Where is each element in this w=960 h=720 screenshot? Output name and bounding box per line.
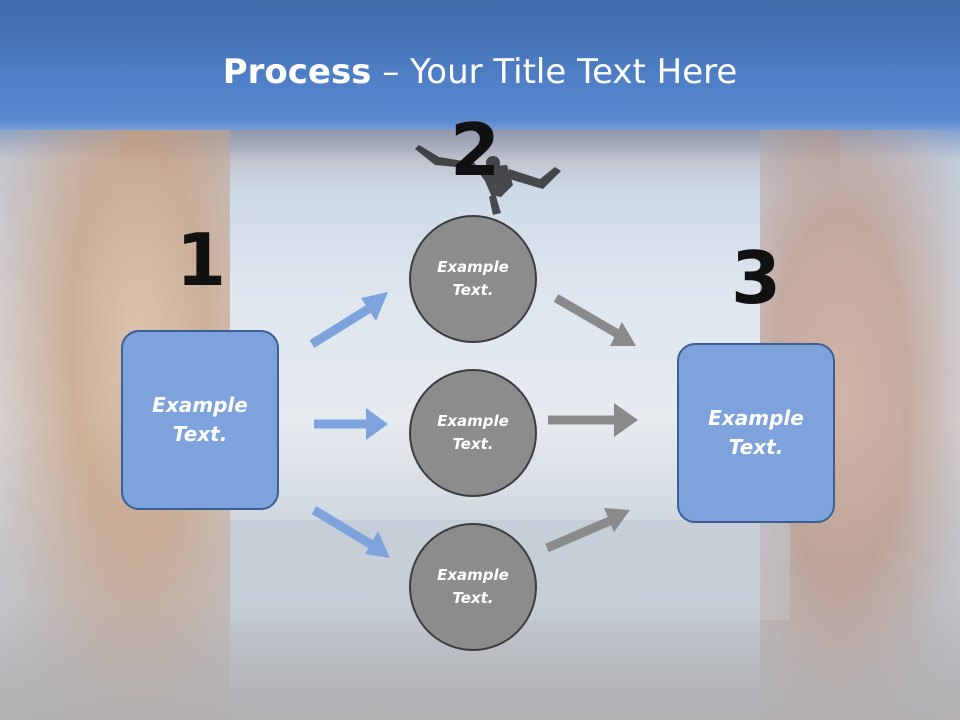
circle-bottom-line1: Example xyxy=(437,566,509,584)
arrow-middle-to-box3 xyxy=(548,403,638,437)
arrow-box1-to-top xyxy=(309,292,388,348)
page-title: Process – Your Title Text Here xyxy=(0,52,960,92)
circle-bottom-line2: Text. xyxy=(452,589,494,607)
step-3-line1: Example xyxy=(708,406,804,430)
climber-silhouette xyxy=(415,145,561,215)
arrow-bottom-to-box3 xyxy=(545,508,630,553)
title-rest: – Your Title Text Here xyxy=(371,52,738,92)
circle-top-line2: Text. xyxy=(452,281,494,299)
step-number-1: 1 xyxy=(176,218,227,302)
step-3-line2: Text. xyxy=(728,435,784,459)
arrow-box1-to-middle xyxy=(314,408,388,440)
circle-middle-line2: Text. xyxy=(452,435,494,453)
step-number-2: 2 xyxy=(450,108,501,192)
step-number-3: 3 xyxy=(731,236,782,320)
step-1-line2: Text. xyxy=(172,422,228,446)
circle-middle-line1: Example xyxy=(437,412,509,430)
circle-top-line1: Example xyxy=(437,258,509,276)
title-bold: Process xyxy=(222,52,372,92)
arrow-box1-to-bottom xyxy=(311,506,390,558)
background-cave-top xyxy=(120,130,840,190)
step-1-line1: Example xyxy=(152,393,248,417)
arrow-top-to-box3 xyxy=(553,294,636,346)
